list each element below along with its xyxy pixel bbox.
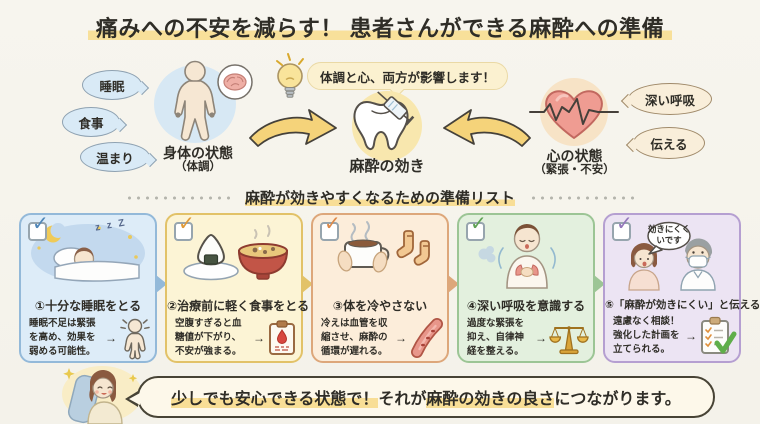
deep-breathing-person-icon — [478, 223, 556, 289]
heart-ecg-icon — [529, 78, 619, 146]
footer-message-bubble: 少しでも安心できる状態で！ それが麻酔の効きの良さにつながります。 — [125, 376, 715, 418]
anesthesia-effect-label: 麻酔の効き — [349, 158, 425, 175]
card-breathing: ✓ ④深い呼吸を意識する 過度な緊張を抑え、自律神経を整える。 → — [457, 213, 605, 363]
body-factor-bubble-warmth: 温まり — [80, 142, 150, 172]
sleeping-person-icon — [31, 223, 145, 282]
page-title: 痛みへの不安を減らす！ 患者さんができる麻酔への準備 — [0, 11, 760, 43]
card-tell-dentist: ✓ — [603, 213, 760, 363]
warmth-illustration — [313, 220, 447, 294]
mind-state-label: 心の状態 （緊張・不安） — [534, 148, 615, 177]
checkbox-icon: ✓ — [28, 214, 49, 241]
meal-illustration — [167, 220, 301, 294]
blood-vessel-icon — [411, 317, 443, 358]
brain-icon — [217, 64, 253, 100]
human-body-icon — [154, 60, 236, 143]
mind-action-bubble-tell: 伝える — [633, 127, 705, 159]
dotted-rule-right — [529, 195, 635, 200]
patient-quote-text: 効きにくくいです — [647, 224, 691, 246]
balance-scale-icon — [549, 325, 589, 354]
patient-doctor-icon — [628, 221, 716, 291]
body-factor-bubble-meal: 食事 — [62, 107, 120, 137]
center-callout-bubble: 体調と心、両方が影響します！ — [307, 62, 509, 90]
checkbox-icon: ✓ — [612, 214, 633, 241]
body-factor-bubble-sleep: 睡眠 — [82, 70, 142, 100]
dotted-rule-left — [124, 195, 231, 200]
preparation-card-list: ✓ z z Z ①十分な睡眠をとる 睡眠不足 — [0, 213, 760, 363]
sleep-illustration: z z Z — [21, 217, 155, 294]
arrow-body-to-tooth — [249, 109, 337, 147]
warm-drink-socks-icon — [337, 221, 430, 273]
blood-sugar-clipboard-icon — [269, 320, 295, 355]
card-warmth: ✓ ③体を冷やさない 冷えは血 — [311, 213, 459, 363]
consult-illustration: 効きにくくいです — [605, 220, 739, 294]
card-meal: ✓ ②治療前に軽く食事をとる 空腹すぎると血糖値が下がり、不安が強まる。 — [165, 213, 313, 363]
body-state-label: 身体の状態 （体調） — [163, 145, 233, 174]
tooth-syringe-icon — [352, 91, 422, 161]
stressed-person-icon — [120, 318, 150, 360]
arrow-mind-to-tooth — [443, 109, 531, 147]
checkbox-icon: ✓ — [320, 214, 341, 241]
breathing-illustration — [459, 220, 593, 294]
checklist-clipboard-icon — [701, 316, 737, 354]
checklist-heading: 麻酔が効きやすくなるための準備リスト — [0, 187, 760, 208]
checkbox-icon: ✓ — [466, 214, 487, 241]
checkbox-icon: ✓ — [174, 214, 195, 241]
card-sleep: ✓ z z Z ①十分な睡眠をとる 睡眠不足 — [19, 213, 167, 363]
relaxed-patient-icon — [62, 366, 142, 424]
lightbulb-icon — [276, 53, 304, 98]
onigiri-soup-icon — [183, 225, 289, 281]
mind-action-bubble-breath: 深い呼吸 — [628, 83, 712, 115]
